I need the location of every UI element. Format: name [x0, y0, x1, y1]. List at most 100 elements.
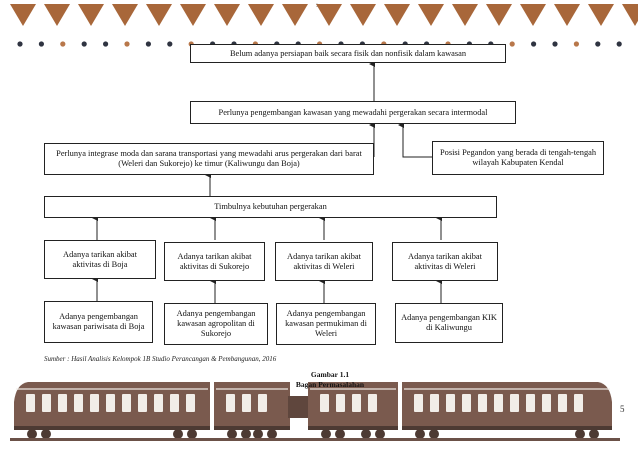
box-integration-text: Perlunya integrase moda dan sarana trans…	[56, 149, 362, 168]
train-stripe	[16, 388, 208, 390]
box-attraction-text: Adanya tarikan akibat aktivitas di Boja	[63, 249, 137, 269]
triangle-decoration	[384, 4, 410, 26]
dot-decoration	[531, 41, 537, 47]
dot-decoration	[124, 41, 130, 47]
box-attraction-boja: Adanya tarikan akibat aktivitas di Boja	[44, 240, 156, 279]
dot-decoration	[616, 41, 622, 47]
train-window	[122, 394, 131, 412]
train-window	[574, 394, 583, 412]
triangle-decoration	[180, 4, 206, 26]
triangle-decoration	[112, 4, 138, 26]
train-window	[74, 394, 83, 412]
triangle-decoration	[554, 4, 580, 26]
box-need-text: Timbulnya kebutuhan pergerakan	[214, 202, 327, 211]
header-mark: :	[316, 1, 318, 9]
triangle-decoration	[10, 4, 36, 26]
train-window	[446, 394, 455, 412]
train-illustration	[10, 382, 620, 441]
train-window	[336, 394, 345, 412]
train-window	[170, 394, 179, 412]
train-underframe	[308, 426, 398, 430]
triangle-decoration	[214, 4, 240, 26]
train-wheel	[361, 429, 371, 439]
train-window	[226, 394, 235, 412]
box-attraction-text: Adanya tarikan akibat aktivitas di Weler…	[287, 251, 361, 271]
train-car	[402, 382, 612, 426]
box-development-text: Adanya pengembangan kawasan permukiman d…	[285, 309, 367, 338]
box-position-text: Posisi Pegandon yang berada di tengah-te…	[439, 148, 597, 167]
box-top-problem: Belum adanya persiapan baik secara fisik…	[190, 44, 506, 63]
triangle-decoration	[350, 4, 376, 26]
triangle-decoration	[452, 4, 478, 26]
box-development-weleri: Adanya pengembangan kawasan permukiman d…	[276, 303, 376, 345]
train-window	[186, 394, 195, 412]
dot-decoration	[509, 41, 515, 47]
train-wheel	[173, 429, 183, 439]
box-attraction-weleri-2: Adanya tarikan akibat aktivitas di Weler…	[392, 242, 498, 281]
triangle-decoration	[316, 4, 342, 26]
train-window	[368, 394, 377, 412]
triangle-decoration	[44, 4, 70, 26]
train-wheel	[575, 429, 585, 439]
train-window	[242, 394, 251, 412]
train-window	[478, 394, 487, 412]
train-window	[526, 394, 535, 412]
dot-decoration	[573, 41, 580, 47]
box-development-text: Adanya pengembangan kawasan pariwisata d…	[52, 312, 145, 331]
box-intermodal: Perlunya pengembangan kawasan yang mewad…	[190, 101, 516, 124]
train-window	[42, 394, 51, 412]
box-intermodal-text: Perlunya pengembangan kawasan yang mewad…	[218, 107, 488, 117]
train-window	[494, 394, 503, 412]
box-integration: Perlunya integrase moda dan sarana trans…	[44, 143, 374, 175]
train-wheel	[335, 429, 345, 439]
box-need: Timbulnya kebutuhan pergerakan	[44, 196, 497, 218]
box-development-sukorejo: Adanya pengembangan kawasan agropolitan …	[164, 303, 268, 345]
dot-decoration	[595, 41, 601, 47]
train-window	[430, 394, 439, 412]
train-window	[542, 394, 551, 412]
train-wheel	[429, 429, 439, 439]
train-stripe	[404, 388, 610, 390]
source-note: Sumber : Hasil Analisis Kelompok 1B Stud…	[44, 355, 277, 363]
train-track	[10, 438, 620, 441]
box-attraction-weleri: Adanya tarikan akibat aktivitas di Weler…	[275, 242, 373, 281]
train-wheel	[321, 429, 331, 439]
triangle-decoration	[622, 4, 638, 26]
page-number: 5	[620, 404, 625, 414]
train-underframe	[402, 426, 612, 430]
triangle-decoration	[78, 4, 104, 26]
train-wheel	[253, 429, 263, 439]
box-development-boja: Adanya pengembangan kawasan pariwisata d…	[44, 301, 153, 343]
box-top-problem-text: Belum adanya persiapan baik secara fisik…	[229, 48, 467, 58]
train-window	[414, 394, 423, 412]
train-window	[154, 394, 163, 412]
train-window	[26, 394, 35, 412]
train-underframe	[214, 426, 290, 430]
figure-number: Gambar 1.1	[310, 370, 350, 379]
dot-decoration	[103, 41, 109, 47]
train-wheel	[267, 429, 277, 439]
triangle-decoration	[418, 4, 444, 26]
train-wheel	[375, 429, 385, 439]
box-attraction-sukorejo: Adanya tarikan akibat aktivitas di Sukor…	[164, 242, 265, 281]
train-coupling	[288, 396, 308, 418]
box-development-text: Adanya pengembangan kawasan agropolitan …	[176, 309, 256, 338]
train-window	[106, 394, 115, 412]
triangle-border-decoration	[10, 4, 638, 26]
triangle-decoration	[520, 4, 546, 26]
triangle-decoration	[146, 4, 172, 26]
train-stripe	[216, 388, 288, 390]
dot-decoration	[552, 41, 558, 47]
dot-decoration	[145, 41, 151, 47]
train-window	[510, 394, 519, 412]
triangle-decoration	[588, 4, 614, 26]
box-development-kaliwungu: Adanya pengembangan KIK di Kaliwungu	[395, 303, 503, 343]
box-attraction-text: Adanya tarikan akibat aktivitas di Sukor…	[177, 251, 252, 271]
train-window	[352, 394, 361, 412]
box-attraction-text: Adanya tarikan akibat aktivitas di Weler…	[408, 251, 482, 271]
train-wheel	[227, 429, 237, 439]
dot-decoration	[81, 41, 87, 47]
train-underframe	[14, 426, 210, 430]
dot-decoration	[167, 41, 173, 47]
